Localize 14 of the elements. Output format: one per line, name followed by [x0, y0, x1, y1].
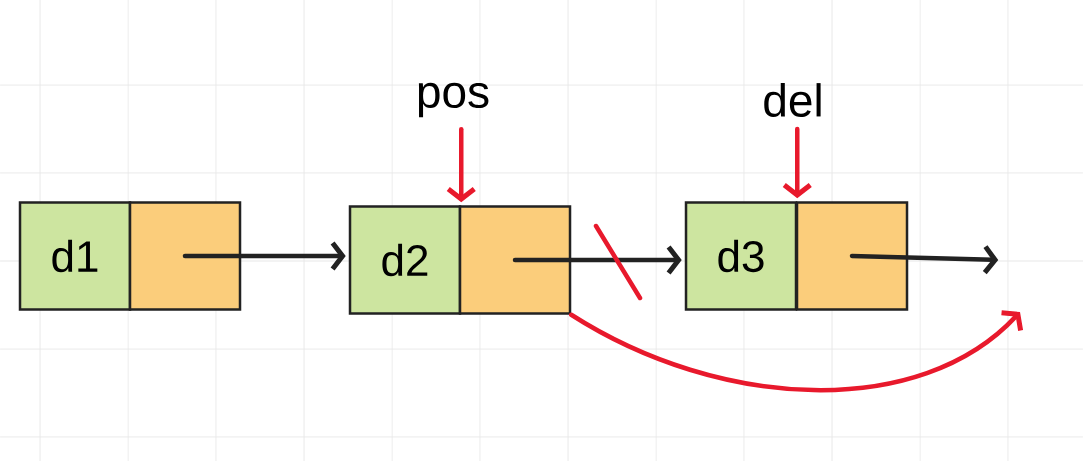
- pointer-cell: [795, 201, 909, 311]
- data-cell: d3: [684, 201, 798, 311]
- pointer-label: del: [764, 83, 821, 117]
- arrow: [849, 245, 999, 275]
- data-cell: d1: [18, 201, 132, 311]
- pointer-arrow: [782, 126, 812, 199]
- pointer-label: pos: [418, 82, 489, 118]
- pointer-cell: [458, 205, 572, 315]
- pointer-arrow: [446, 127, 476, 203]
- arrow: [182, 241, 346, 271]
- curved-arrow: [569, 310, 1024, 393]
- data-cell: d2: [348, 205, 462, 315]
- pointer-cell: [128, 201, 242, 311]
- arrow: [512, 245, 682, 275]
